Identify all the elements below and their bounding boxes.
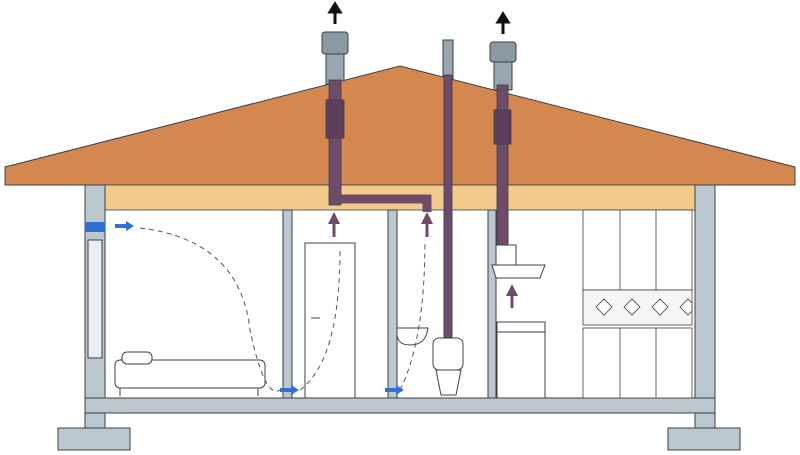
range-hood-icon bbox=[491, 244, 546, 279]
footing-left bbox=[57, 427, 131, 451]
sink-icon bbox=[396, 327, 429, 346]
window bbox=[87, 239, 103, 359]
footing-right bbox=[667, 427, 741, 451]
interior-wall bbox=[282, 209, 293, 399]
exhaust-arrow-icon bbox=[495, 11, 511, 34]
duct-horizontal bbox=[335, 194, 432, 212]
bed-icon bbox=[114, 351, 266, 396]
interior-wall bbox=[487, 209, 497, 399]
floor-slab bbox=[84, 397, 716, 414]
kitchen-cabinets-icon bbox=[582, 209, 693, 399]
fresh-air-arrow-icon bbox=[115, 221, 404, 395]
stove-icon bbox=[496, 321, 546, 399]
roof bbox=[4, 65, 796, 186]
right-wall bbox=[694, 184, 716, 431]
toilet-icon bbox=[432, 337, 464, 396]
door-icon bbox=[304, 242, 356, 399]
exhaust-arrow-icon bbox=[328, 212, 518, 308]
interior-wall bbox=[387, 209, 398, 399]
exhaust-arrow-icon bbox=[327, 1, 343, 24]
air-flow-path bbox=[139, 227, 426, 392]
